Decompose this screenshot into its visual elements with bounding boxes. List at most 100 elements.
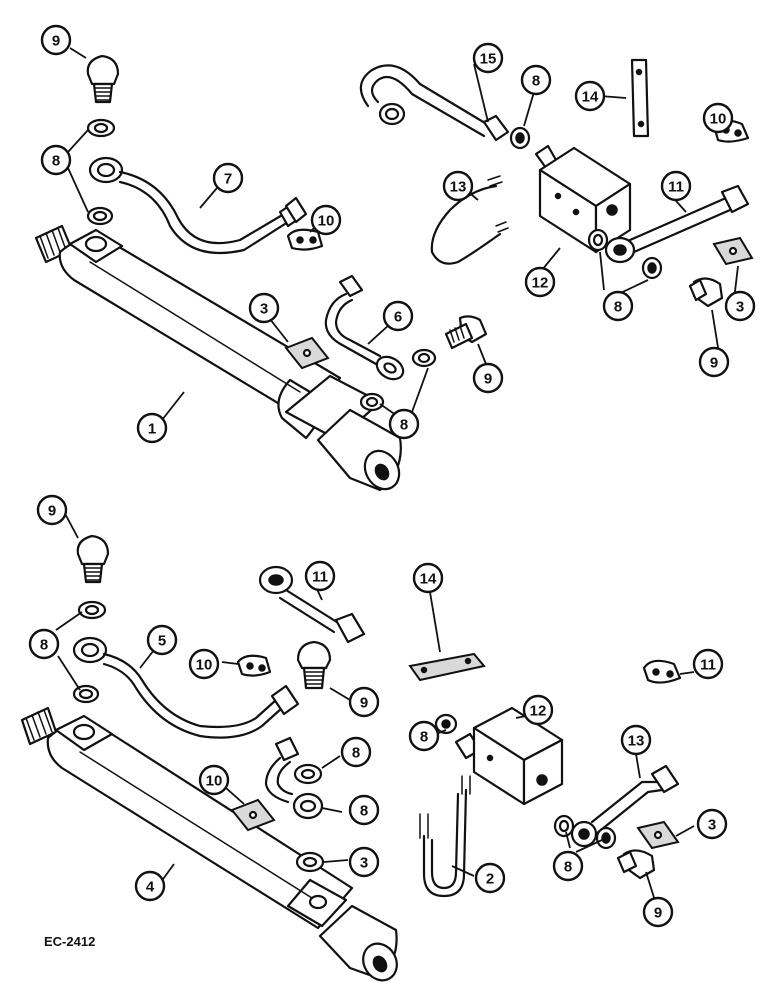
callout-label: 8 xyxy=(360,803,368,820)
callout-13: 13 xyxy=(620,724,652,756)
callout-label: 10 xyxy=(196,657,213,674)
callout-1: 1 xyxy=(136,412,168,444)
callout-label: 9 xyxy=(360,695,368,712)
callout-label: 8 xyxy=(400,417,408,434)
callout-3: 3 xyxy=(248,292,280,324)
callout-label: 8 xyxy=(614,299,622,316)
callout-label: 9 xyxy=(484,371,492,388)
callout-9: 9 xyxy=(40,24,72,56)
hydraulic-tube-7 xyxy=(88,156,308,254)
callout-label: 8 xyxy=(564,859,572,876)
callout-14: 14 xyxy=(574,80,606,112)
callout-label: 8 xyxy=(532,73,540,90)
hydraulic-cylinder-1 xyxy=(34,224,402,492)
callout-label: 1 xyxy=(148,421,156,438)
callout-label: 9 xyxy=(710,355,718,372)
callout-label: 8 xyxy=(420,729,428,746)
callout-5: 5 xyxy=(146,624,178,656)
u-bolt-13 xyxy=(419,775,471,898)
callout-8: 8 xyxy=(340,736,372,768)
callout-label: 6 xyxy=(394,309,402,326)
callout-8: 8 xyxy=(388,408,420,440)
callout-label: 2 xyxy=(486,871,494,888)
callout-9: 9 xyxy=(698,346,730,378)
valve-block-12 xyxy=(454,706,564,806)
callout-9: 9 xyxy=(472,362,504,394)
hydraulic-tube-11 xyxy=(570,764,680,848)
hydraulic-tube-4 xyxy=(264,736,324,820)
callout-label: 9 xyxy=(654,905,662,922)
callout-12: 12 xyxy=(522,694,554,726)
hydraulic-tube-15 xyxy=(359,64,510,142)
callout-label: 15 xyxy=(480,51,497,68)
hydraulic-tube-6 xyxy=(324,274,405,381)
callout-label: 3 xyxy=(260,301,268,318)
callout-8: 8 xyxy=(40,144,72,176)
callout-8: 8 xyxy=(552,850,584,882)
tube-clamp-10 xyxy=(286,228,324,251)
callout-2: 2 xyxy=(474,862,506,894)
callout-label: 10 xyxy=(206,773,223,790)
callout-3: 3 xyxy=(696,808,728,840)
callout-label: 8 xyxy=(352,745,360,762)
callout-label: 12 xyxy=(532,275,549,292)
callout-8: 8 xyxy=(602,290,634,322)
callout-label: 7 xyxy=(224,171,232,188)
banjo-bolt-9 xyxy=(688,277,724,308)
callout-label: 11 xyxy=(700,657,716,674)
banjo-bolt-9 xyxy=(86,54,120,104)
callout-11: 11 xyxy=(692,648,724,680)
valve-block-12 xyxy=(534,144,632,254)
banjo-bolt-9 xyxy=(296,640,332,690)
callout-label: 11 xyxy=(668,179,684,196)
callout-label: 12 xyxy=(530,703,547,720)
callout-8: 8 xyxy=(520,64,552,96)
callout-8: 8 xyxy=(408,720,440,752)
callout-label: 3 xyxy=(360,855,368,872)
callout-11: 11 xyxy=(660,170,692,202)
callout-label: 8 xyxy=(40,637,48,654)
drawing-code: EC-2412 xyxy=(44,934,95,949)
callout-14: 14 xyxy=(412,562,444,594)
callout-10: 10 xyxy=(310,204,342,236)
callout-label: 3 xyxy=(708,817,716,834)
callout-label: 14 xyxy=(420,571,437,588)
hydraulic-cylinder-2 xyxy=(20,706,398,982)
callout-9: 9 xyxy=(36,494,68,526)
spacer-plate-14 xyxy=(408,652,486,682)
callout-10: 10 xyxy=(188,648,220,680)
callout-15: 15 xyxy=(472,42,504,74)
callout-8: 8 xyxy=(348,794,380,826)
callout-label: 11 xyxy=(312,569,328,586)
hydraulic-tube-11 xyxy=(258,565,366,644)
callout-3: 3 xyxy=(724,290,756,322)
callout-7: 7 xyxy=(212,162,244,194)
callout-4: 4 xyxy=(134,870,166,902)
callout-label: 10 xyxy=(318,213,335,230)
callout-label: 5 xyxy=(158,633,166,650)
hydraulic-tube-5 xyxy=(72,636,300,739)
callout-label: 9 xyxy=(48,503,56,520)
callout-9: 9 xyxy=(642,896,674,928)
callout-label: 8 xyxy=(52,153,60,170)
spacer-plate-14 xyxy=(630,58,650,138)
callout-label: 9 xyxy=(52,33,60,50)
callout-10: 10 xyxy=(702,102,734,134)
callout-10: 10 xyxy=(198,764,230,796)
callout-label: 3 xyxy=(736,299,744,316)
callout-9: 9 xyxy=(348,686,380,718)
banjo-bolt-9 xyxy=(444,315,488,350)
banjo-bolt-9 xyxy=(616,849,656,880)
callout-3: 3 xyxy=(348,846,380,878)
callout-13: 13 xyxy=(442,170,474,202)
callout-label: 13 xyxy=(450,179,467,196)
callout-label: 13 xyxy=(628,733,645,750)
callout-6: 6 xyxy=(382,300,414,332)
callout-8: 8 xyxy=(28,628,60,660)
hydraulic-tube-11 xyxy=(604,184,750,264)
tube-clamp-10 xyxy=(236,654,272,677)
callout-label: 14 xyxy=(582,89,599,106)
